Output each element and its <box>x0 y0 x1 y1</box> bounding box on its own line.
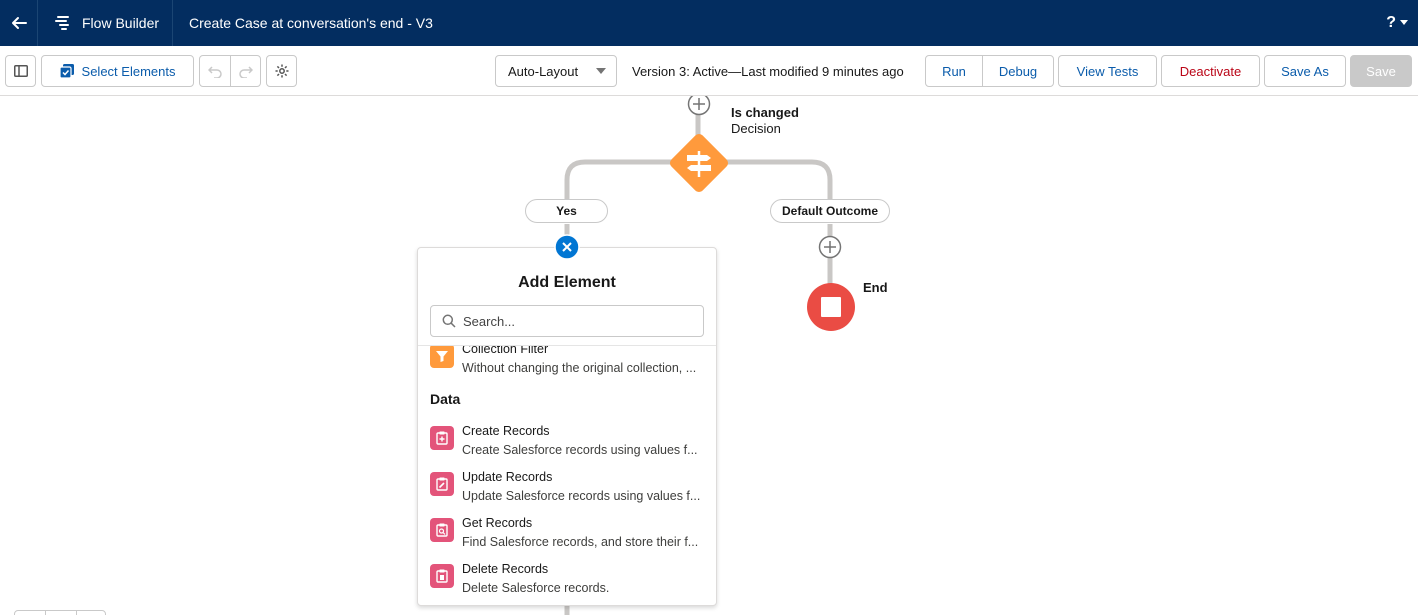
list-item-collection-filter[interactable]: Collection Filter Without changing the o… <box>430 345 706 382</box>
list-item-desc: Find Salesforce records, and store their… <box>462 535 699 549</box>
help-icon: ? <box>1386 14 1396 31</box>
gear-icon <box>275 64 288 78</box>
back-arrow-icon <box>11 17 27 29</box>
list-item-name: Create Records <box>462 424 550 438</box>
list-item-get-records[interactable]: Get Records Find Salesforce records, and… <box>430 516 706 556</box>
end-node[interactable] <box>806 282 856 332</box>
list-item-name: Update Records <box>462 470 553 484</box>
add-element-popover: Add Element Search... Collection Filter … <box>417 247 717 606</box>
layout-mode-value: Auto-Layout <box>508 63 579 79</box>
filter-icon <box>430 346 454 368</box>
app-brand: Flow Builder <box>38 0 173 46</box>
list-item-desc: Without changing the original collection… <box>462 361 697 375</box>
flow-icon <box>55 16 69 30</box>
top-nav-bar: Flow Builder Create Case at conversation… <box>0 0 1418 46</box>
decision-icon <box>687 151 711 177</box>
list-item-name: Collection Filter <box>462 345 549 356</box>
debug-button[interactable]: Debug <box>982 55 1054 87</box>
decision-type: Decision <box>731 121 781 136</box>
panel-icon <box>13 65 28 77</box>
search-icon <box>442 314 456 328</box>
delete-records-icon <box>430 564 454 588</box>
view-tests-button[interactable]: View Tests <box>1058 55 1157 87</box>
list-item-name: Delete Records <box>462 562 549 576</box>
chevron-down-icon <box>1400 20 1408 25</box>
save-as-button[interactable]: Save As <box>1264 55 1346 87</box>
version-status: Version 3: Active—Last modified 9 minute… <box>632 63 904 79</box>
search-placeholder: Search... <box>463 313 516 329</box>
create-records-icon <box>430 426 454 450</box>
undo-button[interactable] <box>199 55 231 87</box>
list-item-name: Get Records <box>462 516 533 530</box>
branch-label-default[interactable]: Default Outcome <box>770 199 890 223</box>
chevron-down-icon <box>596 68 606 74</box>
help-menu-button[interactable]: ? <box>1386 0 1408 46</box>
run-button[interactable]: Run <box>925 55 983 87</box>
layout-mode-select[interactable]: Auto-Layout <box>495 55 617 87</box>
decision-title: Is changed <box>731 105 799 120</box>
close-icon <box>562 242 572 252</box>
zoom-controls[interactable] <box>14 610 106 615</box>
list-item-desc: Update Salesforce records using values f… <box>462 489 701 503</box>
list-item-desc: Delete Salesforce records. <box>462 581 610 595</box>
checkbox-select-icon <box>59 64 74 78</box>
add-element-button-default[interactable] <box>818 235 842 259</box>
settings-button[interactable] <box>266 55 297 87</box>
element-search-input[interactable]: Search... <box>430 305 704 337</box>
update-records-icon <box>430 472 454 496</box>
decision-node[interactable] <box>665 129 733 197</box>
list-item-desc: Create Salesforce records using values f… <box>462 443 698 457</box>
end-label: End <box>863 280 888 295</box>
deactivate-button[interactable]: Deactivate <box>1161 55 1260 87</box>
redo-button[interactable] <box>230 55 261 87</box>
close-add-element-button[interactable] <box>554 234 580 260</box>
popover-title: Add Element <box>518 274 616 291</box>
save-button[interactable]: Save <box>1350 55 1412 87</box>
list-item-update-records[interactable]: Update Records Update Salesforce records… <box>430 470 706 510</box>
flow-canvas[interactable]: Is changed Decision Yes Default Outcome … <box>0 96 1418 615</box>
toggle-panel-button[interactable] <box>5 55 36 87</box>
toolbar: Select Elements Auto-Layout Version 3: A… <box>0 46 1418 96</box>
element-list[interactable]: Collection Filter Without changing the o… <box>418 345 716 605</box>
list-item-delete-records[interactable]: Delete Records Delete Salesforce records… <box>430 562 706 602</box>
section-heading-data: Data <box>430 391 461 407</box>
select-elements-button[interactable]: Select Elements <box>41 55 194 87</box>
stop-icon <box>821 297 841 317</box>
branch-label-yes[interactable]: Yes <box>525 199 608 223</box>
list-item-create-records[interactable]: Create Records Create Salesforce records… <box>430 424 706 464</box>
flow-title: Create Case at conversation's end - V3 <box>189 15 433 31</box>
app-name: Flow Builder <box>82 15 160 31</box>
redo-icon <box>238 66 253 78</box>
back-button[interactable] <box>0 0 38 46</box>
get-records-icon <box>430 518 454 542</box>
select-elements-label: Select Elements <box>81 63 176 79</box>
undo-icon <box>208 66 222 78</box>
add-element-button-top[interactable] <box>687 96 711 116</box>
